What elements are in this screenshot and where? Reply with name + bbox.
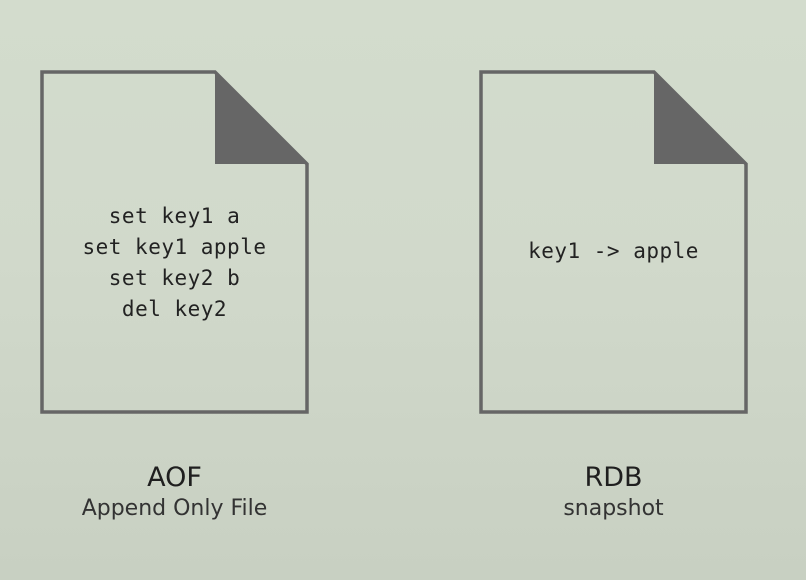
aof-line: set key1 a	[108, 204, 241, 228]
rdb-title: RDB	[584, 462, 643, 493]
aof-subtitle: Append Only File	[81, 496, 268, 521]
rdb-caption: RDB snapshot	[481, 462, 746, 524]
rdb-page-outline	[479, 70, 748, 414]
aof-line: set key1 apple	[82, 235, 267, 259]
rdb-line: key1 -> apple	[528, 239, 699, 263]
aof-caption: AOF Append Only File	[42, 462, 307, 524]
rdb-page-fold	[654, 72, 746, 164]
aof-page-fold	[215, 72, 307, 164]
aof-title: AOF	[147, 462, 202, 493]
rdb-document-icon	[479, 70, 748, 414]
aof-content: set key1 a set key1 apple set key2 b del…	[42, 200, 307, 326]
aof-document-icon	[40, 70, 309, 414]
rdb-content: key1 -> apple	[481, 236, 746, 267]
rdb-subtitle: snapshot	[563, 496, 664, 521]
aof-page-outline	[40, 70, 309, 414]
aof-line: del key2	[121, 297, 228, 321]
aof-line: set key2 b	[108, 266, 241, 290]
